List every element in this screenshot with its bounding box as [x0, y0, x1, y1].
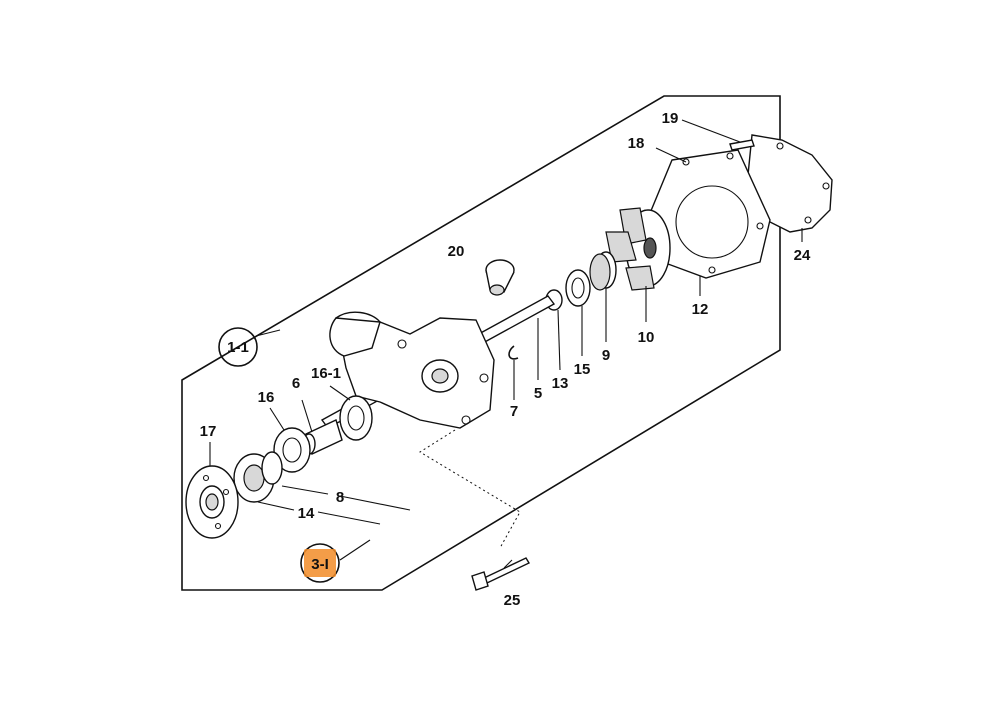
highlighted-reference-3-i[interactable]: 3-I [300, 543, 340, 583]
svg-text:1-1: 1-1 [227, 339, 249, 356]
label-9: 9 [602, 347, 610, 364]
label-8: 8 [336, 489, 344, 506]
pulley-hub-17 [185, 465, 239, 539]
svg-text:3-I: 3-I [311, 556, 329, 573]
impeller-10 [605, 207, 671, 291]
label-7: 7 [510, 403, 518, 420]
assembly-reference-1-1: 1-1 [218, 327, 258, 367]
label-5: 5 [534, 385, 542, 402]
assembly-frame [181, 95, 781, 591]
label-24: 24 [794, 247, 811, 264]
bearing-15 [565, 269, 591, 307]
label-20: 20 [448, 243, 465, 260]
label-12: 12 [692, 301, 709, 318]
label-25: 25 [504, 592, 521, 609]
label-15: 15 [574, 361, 591, 378]
label-6: 6 [292, 375, 300, 392]
pump-body [329, 311, 495, 429]
bolt-guide-line [419, 429, 521, 549]
clip-7 [508, 345, 519, 360]
label-10: 10 [638, 329, 655, 346]
bearing-16 [273, 427, 311, 473]
stud-19 [729, 139, 755, 151]
seal-9 [589, 251, 617, 291]
label-14: 14 [298, 505, 315, 522]
label-16: 16 [258, 389, 275, 406]
label-13: 13 [552, 375, 569, 392]
ring-8 [261, 451, 283, 485]
label-16-1: 16-1 [311, 365, 341, 382]
label-17: 17 [200, 423, 217, 440]
label-18: 18 [628, 135, 645, 152]
label-19: 19 [662, 110, 679, 127]
plug-20 [485, 259, 515, 296]
bolt-25 [471, 557, 530, 591]
bearing-16-1 [339, 395, 373, 441]
highlight-box [304, 549, 336, 577]
